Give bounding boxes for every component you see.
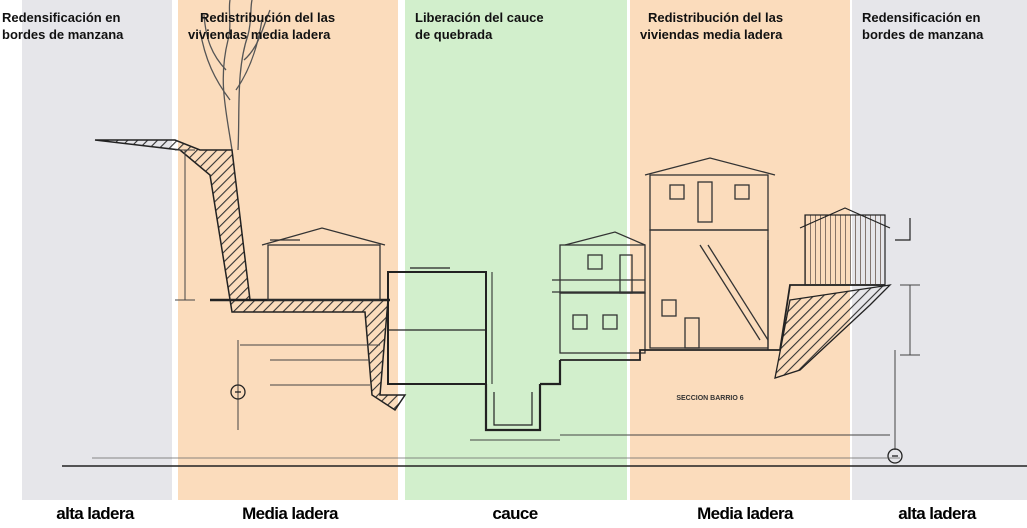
header-media-ladera-right: Redistribución del las viviendas media l… xyxy=(640,9,783,43)
header-line: viviendas media ladera xyxy=(640,27,783,42)
header-cauce: Liberación del cauce de quebrada xyxy=(415,9,544,43)
circle-marker-right xyxy=(887,448,903,464)
header-line: viviendas media ladera xyxy=(188,27,331,42)
left-dimensions xyxy=(175,149,380,430)
header-alta-ladera-left: Redensificación en bordes de manzana xyxy=(2,9,123,43)
header-alta-ladera-right: Redensificación en bordes de manzana xyxy=(862,9,983,43)
right-base xyxy=(560,207,911,361)
cross-section-drawing: SECCION BARRIO 6 xyxy=(62,0,1027,467)
left-terrain xyxy=(94,139,407,412)
header-line: Redensificación en xyxy=(862,10,981,25)
header-media-ladera-left: Redistribución del las viviendas media l… xyxy=(188,9,335,43)
section-label: SECCION BARRIO 6 xyxy=(676,395,743,402)
header-line: bordes de manzana xyxy=(2,27,124,42)
right-terrain xyxy=(774,284,892,379)
label-alta-ladera-left: alta ladera xyxy=(56,504,134,523)
header-line: Redensificación en xyxy=(2,10,121,25)
circle-marker-left xyxy=(230,384,246,400)
label-alta-ladera-right: alta ladera xyxy=(898,504,976,523)
header-line: Liberación del cauce xyxy=(415,10,544,25)
tree xyxy=(199,0,271,151)
right-house-lower xyxy=(552,231,646,354)
label-cauce: cauce xyxy=(492,504,538,523)
stream-channel xyxy=(484,360,562,432)
right-house-upper xyxy=(644,157,776,350)
header-line: Redistribución del las xyxy=(648,10,784,25)
label-media-ladera-right: Media ladera xyxy=(697,504,793,523)
left-margin xyxy=(0,0,22,500)
label-media-ladera-left: Media ladera xyxy=(242,504,338,523)
header-line: de quebrada xyxy=(415,27,493,42)
header-line: bordes de manzana xyxy=(862,27,984,42)
zone-alta-ladera-left xyxy=(0,0,172,500)
header-line: Redistribución del las xyxy=(200,10,336,25)
right-dimensions xyxy=(470,284,920,450)
central-block xyxy=(387,267,493,385)
zone-media-ladera-left xyxy=(178,0,398,500)
zone-cauce xyxy=(405,0,627,500)
left-house xyxy=(261,227,386,301)
